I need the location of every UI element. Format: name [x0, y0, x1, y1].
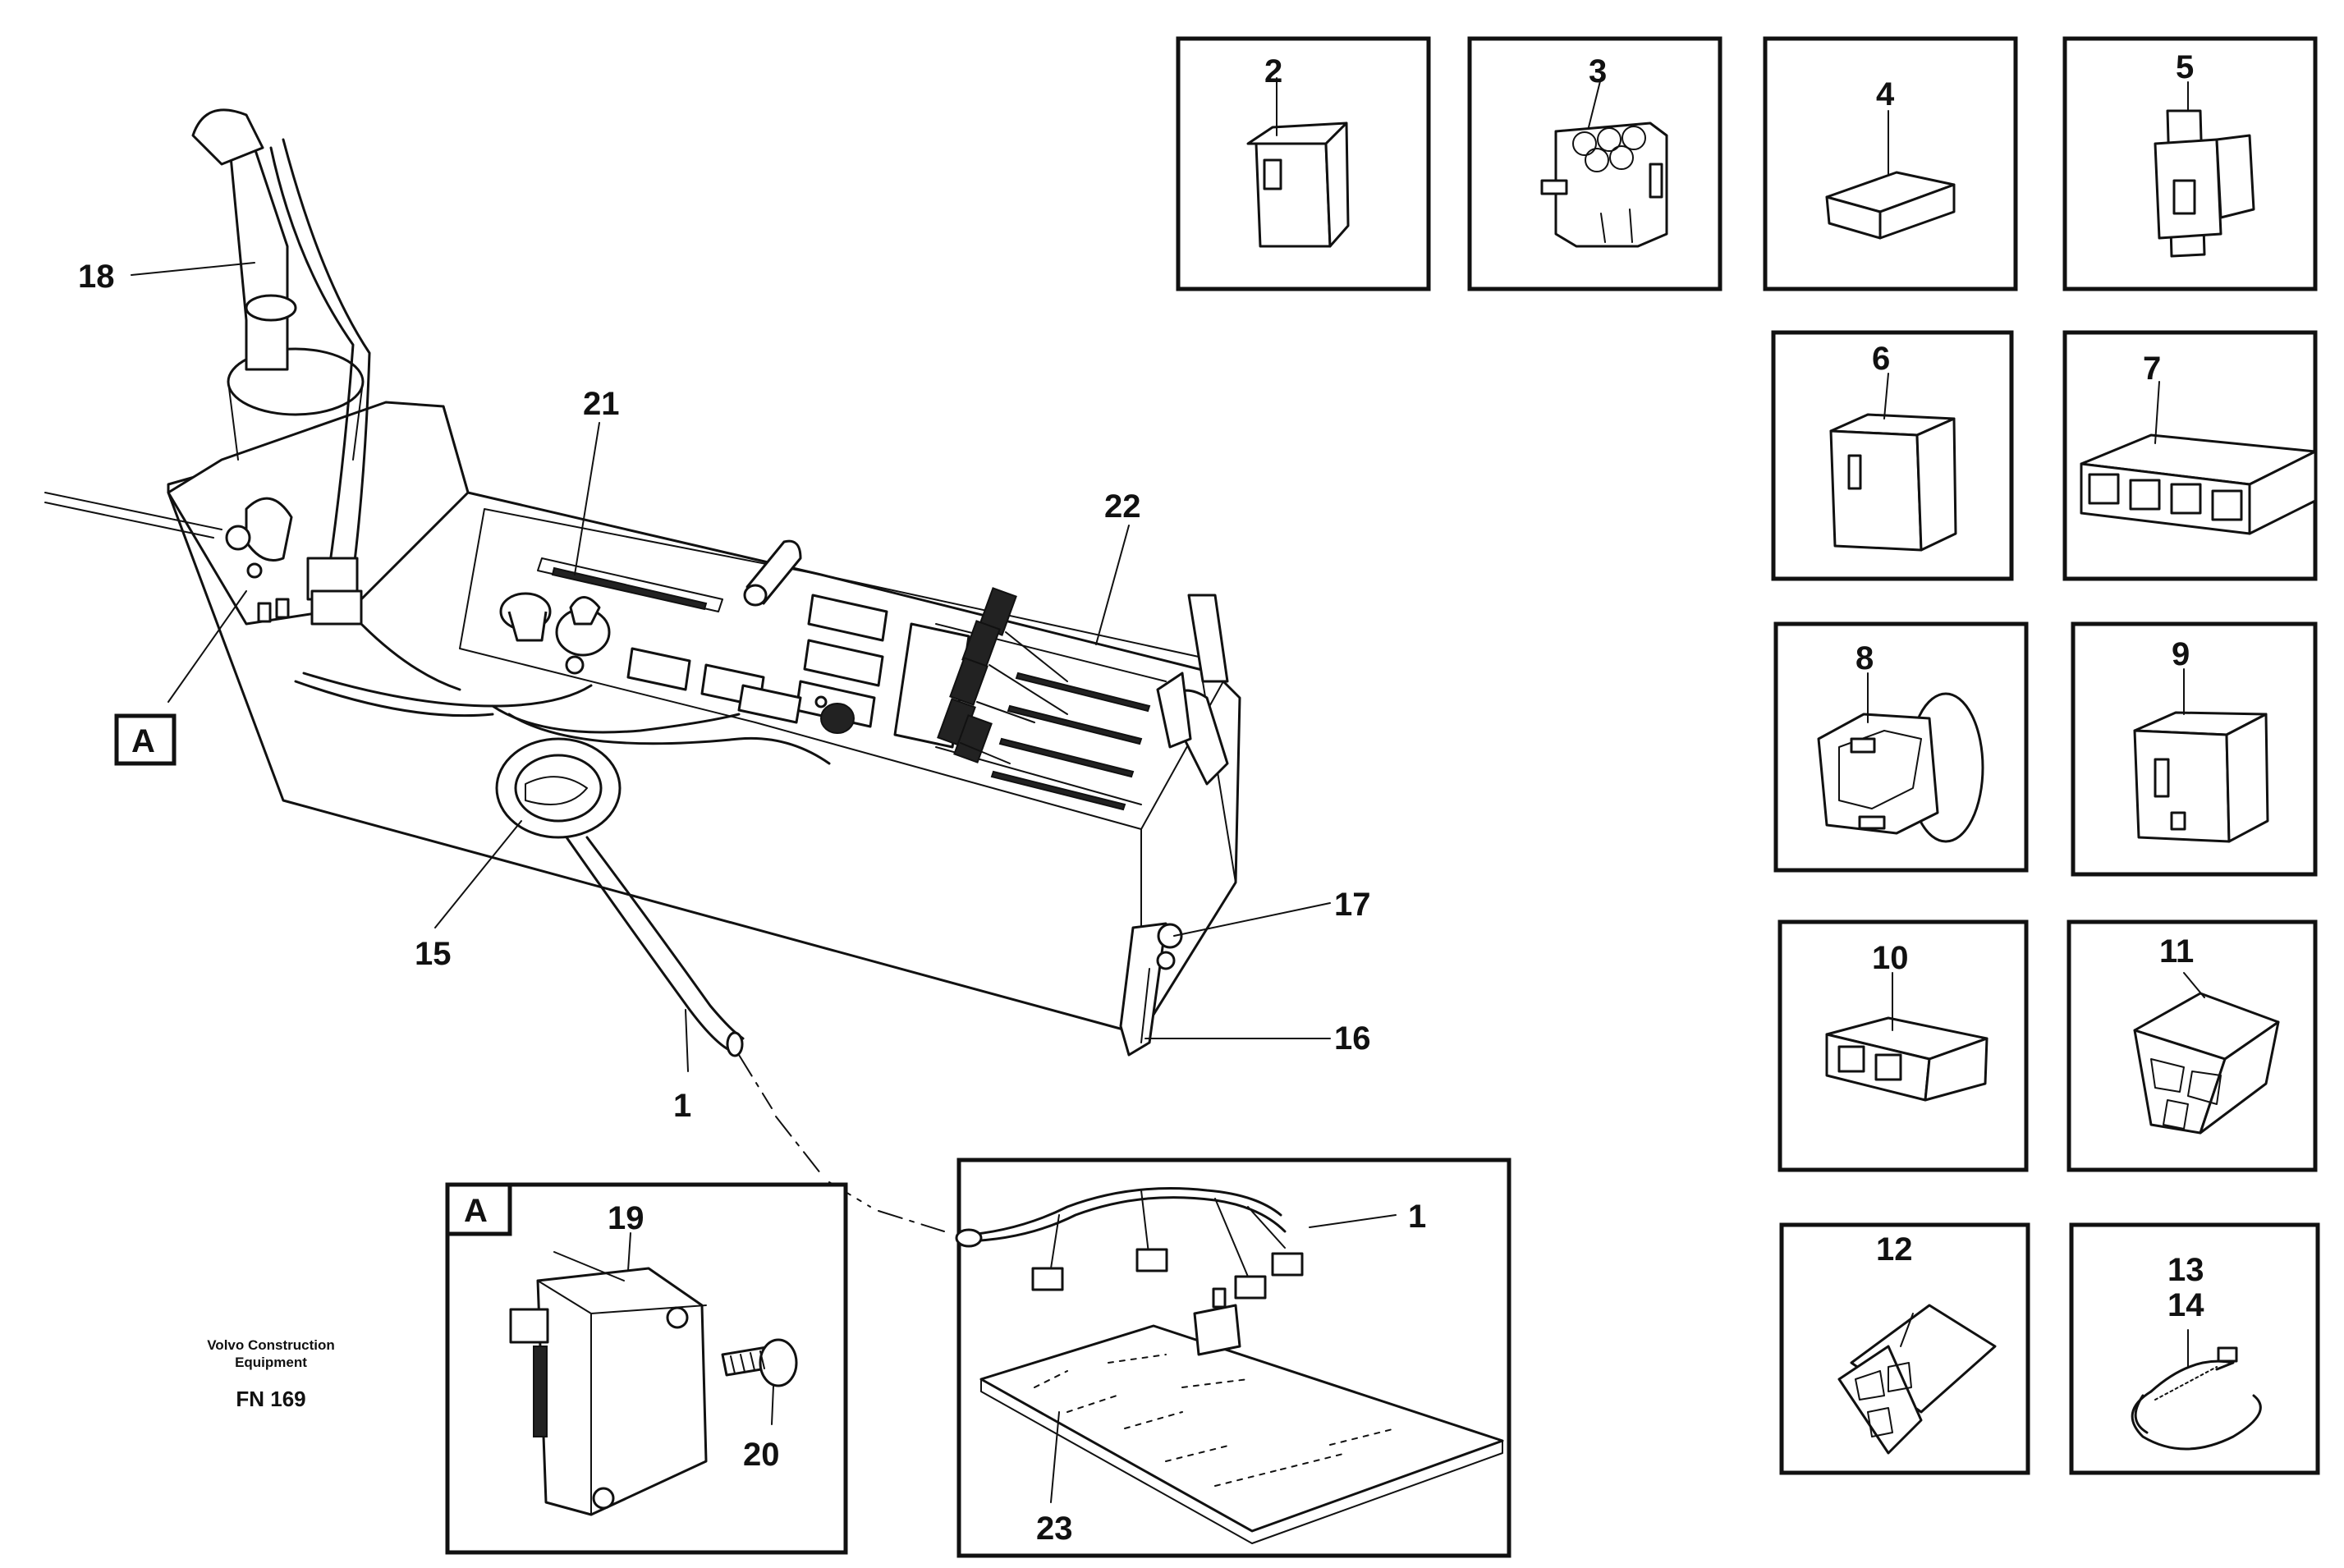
- label-part-2: 2: [1264, 53, 1282, 89]
- label-part-5: 5: [2176, 49, 2194, 85]
- connector-box-10: 10: [1777, 919, 2029, 1172]
- label-part-12: 12: [1876, 1231, 1913, 1268]
- label-part-10: 10: [1872, 940, 1909, 976]
- connector-box-4: 4: [1763, 36, 2018, 291]
- label-part-6: 6: [1872, 341, 1890, 377]
- credit-line-1: Volvo Construction: [207, 1337, 335, 1353]
- label-part-9: 9: [2172, 636, 2190, 672]
- svg-text:A: A: [131, 723, 155, 759]
- label-part-15: 15: [415, 936, 452, 972]
- detail-box-a-letter: A: [464, 1193, 488, 1229]
- label-part-14: 14: [2167, 1287, 2204, 1323]
- connector-box-9: 9: [2071, 621, 2318, 877]
- connector-box-7: 7: [2062, 330, 2318, 581]
- label-part-1: 1: [673, 1088, 691, 1124]
- label-part-23: 23: [1036, 1511, 1073, 1547]
- label-part-11: 11: [2159, 933, 2194, 970]
- cable-tie-box-13-14: 13 14: [2069, 1222, 2320, 1475]
- label-part-19: 19: [608, 1200, 644, 1236]
- credit-line-2: Equipment: [235, 1355, 307, 1370]
- label-part-16: 16: [1334, 1020, 1371, 1057]
- figure-code: FN 169: [236, 1387, 305, 1411]
- label-part-7: 7: [2143, 351, 2161, 387]
- label-part-18: 18: [78, 259, 115, 295]
- label-part-21: 21: [583, 386, 620, 422]
- lever-bank: [935, 587, 1167, 811]
- control-console: [44, 108, 1241, 1232]
- label-part-20: 20: [743, 1437, 780, 1473]
- detail-box-a: A 19 20: [445, 1182, 848, 1555]
- manufacturer-credit: Volvo Construction Equipment FN 169: [207, 1337, 335, 1411]
- connector-box-12: 12: [1779, 1222, 2030, 1475]
- connector-box-3: 3: [1467, 36, 1722, 291]
- leader-lines: [131, 262, 1331, 1072]
- label-part-13: 13: [2167, 1252, 2204, 1288]
- detail-reference-a: A: [114, 713, 177, 766]
- label-part-4: 4: [1876, 76, 1895, 112]
- label-part-3: 3: [1589, 53, 1607, 89]
- connector-box-6: 6: [1771, 330, 2014, 581]
- circuit-board-box: 1 23: [955, 1158, 1511, 1558]
- label-part-17: 17: [1334, 887, 1371, 923]
- connector-box-8: 8: [1773, 621, 2029, 873]
- connector-box-5: 5: [2062, 36, 2318, 291]
- connector-box-2: 2: [1176, 36, 1431, 291]
- connector-box-11: 11: [2066, 919, 2318, 1172]
- label-part-1-board: 1: [1408, 1199, 1426, 1235]
- label-part-8: 8: [1855, 640, 1874, 676]
- label-part-22: 22: [1104, 488, 1141, 525]
